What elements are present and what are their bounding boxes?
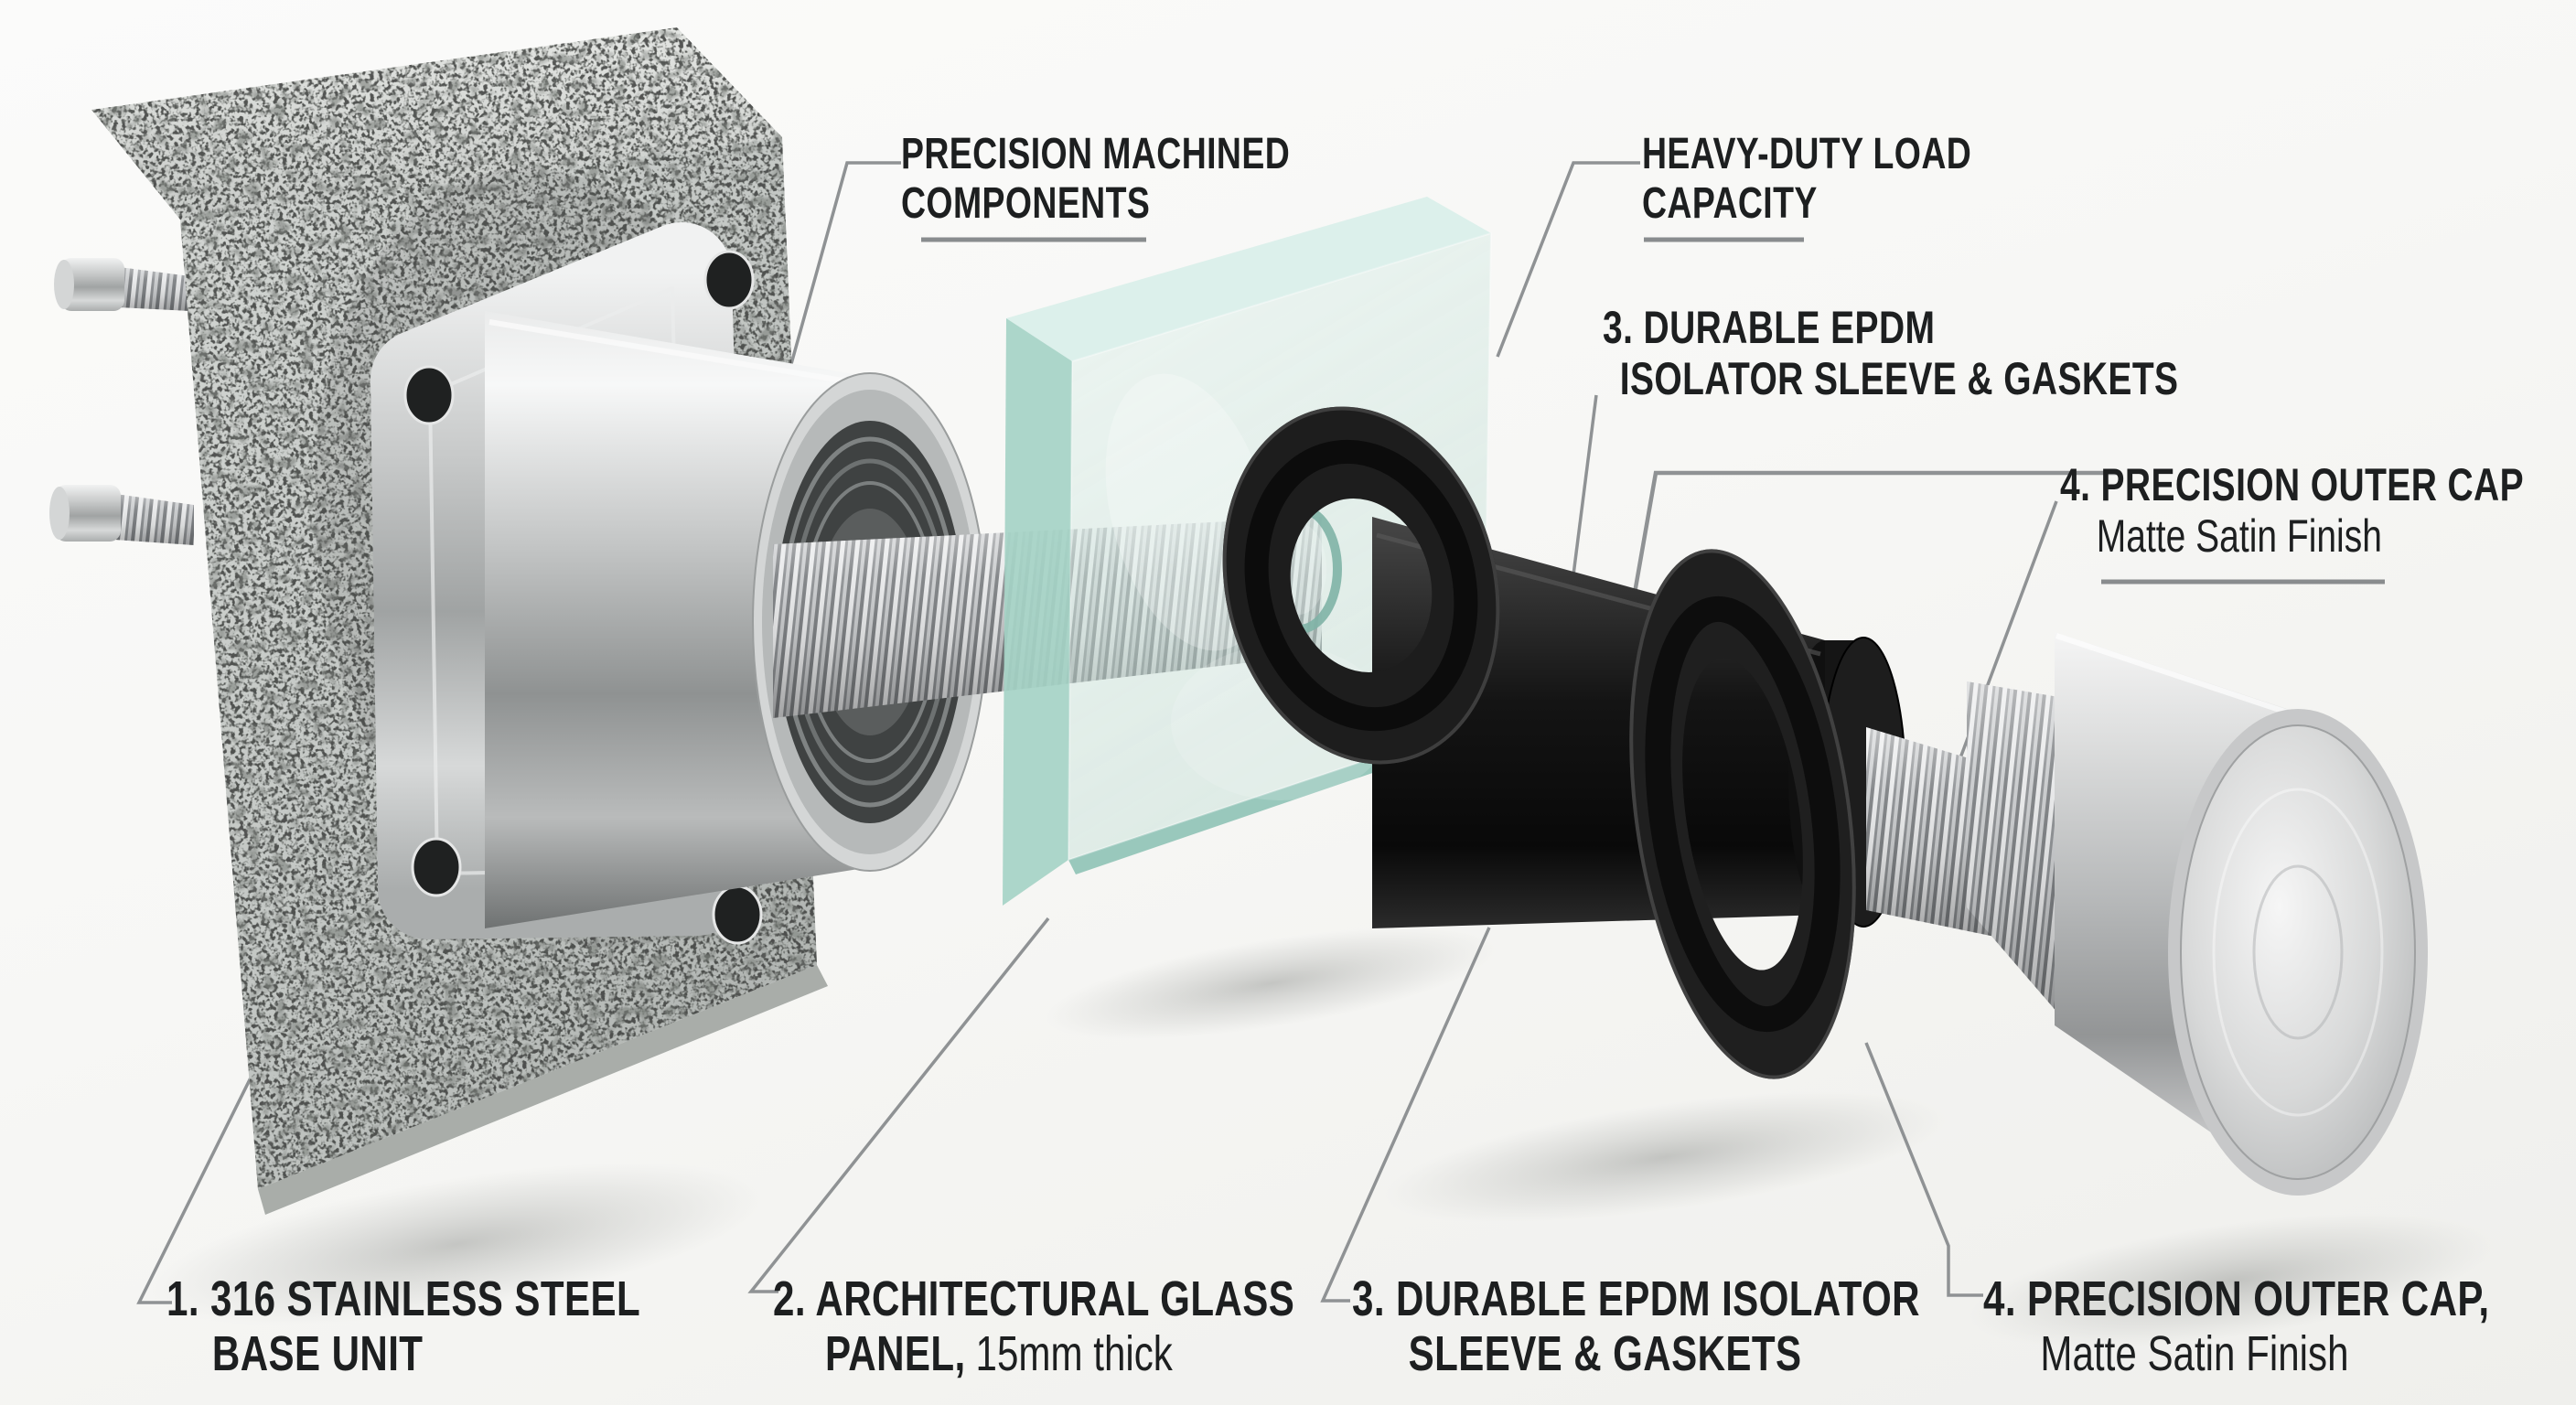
label-line: Matte Satin Finish [2040,1326,2349,1382]
epdm-gasket-rear [1629,549,1856,1079]
cap-face [2180,724,2416,1180]
label-glass-bottom: 2. ARCHITECTURAL GLASS PANEL,15mm thick [773,1271,1294,1382]
label-line: SLEEVE & GASKETS [1408,1326,1802,1382]
label-line: HEAVY-DUTY LOAD [1642,130,1972,178]
label-precision-machined: PRECISION MACHINED COMPONENTS [901,130,1290,229]
label-cap-right: 4. PRECISION OUTER CAP Matte Satin Finis… [2060,459,2524,562]
label-line: COMPONENTS [901,178,1151,228]
label-base-bottom: 1. 316 STAINLESS STEEL BASE UNIT [166,1271,640,1382]
leader-line-cap-bottom [1864,1042,1983,1297]
label-line: PRECISION MACHINED [901,130,1291,178]
leader-line-cap-right [1943,500,2058,800]
label-line-bold: PANEL, [824,1326,966,1382]
flange-bolt-holes [403,250,763,945]
leader-line-glass-bottom [747,917,1050,1293]
label-line: 1. 316 STAINLESS STEEL [166,1271,641,1326]
label-line: Matte Satin Finish [2096,510,2382,562]
label-line-regular: 15mm thick [975,1326,1173,1382]
anchor-bolt-upper [54,258,190,311]
floor-shadows [149,927,2496,1348]
label-line: ISOLATOR SLEEVE & GASKETS [1619,353,2179,404]
leader-lines [136,161,2120,1304]
glass-top-edge [1006,197,1491,361]
glass-left-edge [1003,318,1072,906]
label-line: 4. PRECISION OUTER CAP [2060,459,2524,510]
precision-outer-cap [1967,632,2428,1196]
epdm-gasket-front [1222,406,1500,765]
label-line: 2. ARCHITECTURAL GLASS [773,1271,1295,1326]
label-line: PANEL,15mm thick [773,1326,1294,1381]
label-epdm-top: 3. DURABLE EPDM ISOLATOR SLEEVE & GASKET… [1603,302,2178,404]
label-line: 3. DURABLE EPDM [1603,302,1936,353]
label-heavy-duty: HEAVY-DUTY LOAD CAPACITY [1642,130,1971,229]
label-cap-bottom: 4. PRECISION OUTER CAP, Matte Satin Fini… [1983,1271,2490,1382]
label-line: 3. DURABLE EPDM ISOLATOR [1352,1271,1920,1326]
anchor-bolt-lower [49,485,194,545]
label-line: 4. PRECISION OUTER CAP, [1983,1271,2490,1326]
label-underlines [921,237,2385,585]
leader-line-heavy-duty [1496,161,1640,358]
leader-line-epdm-bottom [1320,927,1491,1303]
concrete-bottom-edge [258,965,828,1215]
label-epdm-bottom: 3. DURABLE EPDM ISOLATOR SLEEVE & GASKET… [1352,1271,1920,1382]
label-line: BASE UNIT [211,1326,424,1382]
label-line: CAPACITY [1642,178,1818,228]
